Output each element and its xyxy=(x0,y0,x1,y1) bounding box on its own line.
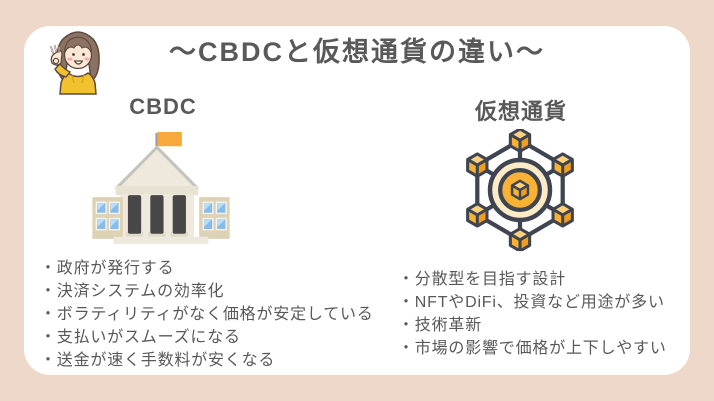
cbdc-feature-list: ・政府が発行する ・決済システムの効率化 ・ボラティリティがなく価格が安定してい… xyxy=(40,257,374,372)
crypto-feature-list: ・分散型を目指す設計 ・NFTやDiFi、投資など用途が多い ・技術革新 ・市場… xyxy=(398,268,667,360)
bank-building-icon xyxy=(92,131,230,246)
list-item: ・政府が発行する xyxy=(40,260,175,277)
list-item: ・決済システムの効率化 xyxy=(40,283,225,300)
list-item: ・NFTやDiFi、投資など用途が多い xyxy=(398,294,665,311)
list-item: ・分散型を目指す設計 xyxy=(398,271,567,288)
woman-ok-sign-avatar-icon xyxy=(50,31,100,95)
list-item: ・送金が速く手数料が安くなる xyxy=(40,352,276,369)
avatar xyxy=(44,23,112,95)
blockchain-network-icon xyxy=(459,127,581,253)
list-item: ・市場の影響で価格が上下しやすい xyxy=(398,340,667,357)
page-title: 〜CBDCと仮想通貨の違い〜 xyxy=(169,37,545,67)
list-item: ・ボラティリティがなく価格が安定している xyxy=(40,306,374,323)
list-item: ・支払いがスムーズになる xyxy=(40,329,241,346)
cbdc-heading: CBDC xyxy=(129,94,197,119)
crypto-heading: 仮想通貨 xyxy=(474,99,567,124)
list-item: ・技術革新 xyxy=(398,317,483,334)
